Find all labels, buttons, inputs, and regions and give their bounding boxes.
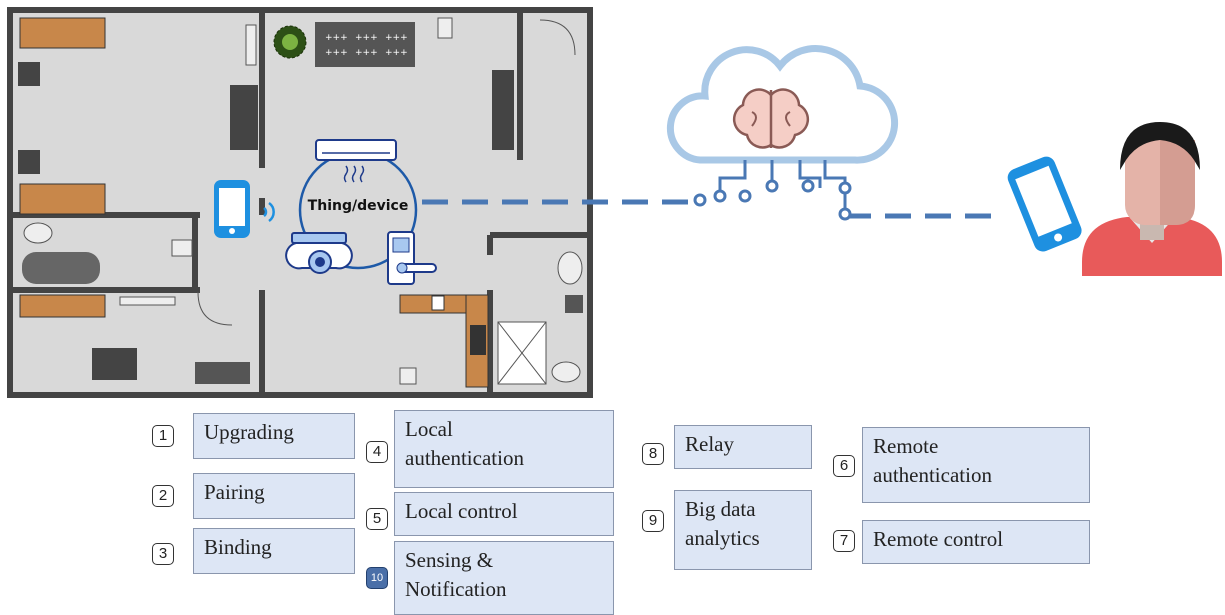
device-ring xyxy=(285,139,437,285)
legend-number-7: 7 xyxy=(833,530,855,552)
legend-box-1: Upgrading xyxy=(193,413,355,459)
svg-text:+++: +++ xyxy=(385,48,408,58)
camera-icon xyxy=(285,232,353,274)
thing-device-label: Thing/device xyxy=(307,198,409,214)
cloud-brain-icon xyxy=(666,45,899,221)
air-conditioner-icon xyxy=(315,139,397,183)
legend-number-4: 4 xyxy=(366,441,388,463)
svg-text:+++: +++ xyxy=(355,33,378,43)
legend-box-10: Sensing & Notification xyxy=(394,541,614,615)
connection-line xyxy=(422,199,1000,219)
user-avatar-icon xyxy=(1082,122,1222,276)
legend-box-2: Pairing xyxy=(193,473,355,519)
smartphone-icon xyxy=(214,180,275,238)
svg-text:+++: +++ xyxy=(325,33,348,43)
legend-number-6: 6 xyxy=(833,455,855,477)
legend-number-3: 3 xyxy=(152,543,174,565)
legend-number-8: 8 xyxy=(642,443,664,465)
smart-lock-icon xyxy=(387,231,437,285)
legend-box-9: Big data analytics xyxy=(674,490,812,570)
legend-number-9: 9 xyxy=(642,510,664,532)
floor-plan: +++ +++ +++ +++ +++ +++ xyxy=(7,7,593,398)
legend-box-8: Relay xyxy=(674,425,812,469)
svg-text:+++: +++ xyxy=(355,48,378,58)
legend-box-3: Binding xyxy=(193,528,355,574)
legend-number-10: 10 xyxy=(366,567,388,589)
legend-box-7: Remote control xyxy=(862,520,1090,564)
svg-text:+++: +++ xyxy=(325,48,348,58)
legend-number-2: 2 xyxy=(152,485,174,507)
remote-smartphone-icon xyxy=(1007,156,1082,252)
legend-number-5: 5 xyxy=(366,508,388,530)
legend-box-5: Local control xyxy=(394,492,614,536)
svg-text:+++: +++ xyxy=(385,33,408,43)
legend-box-4: Local authentication xyxy=(394,410,614,488)
legend-number-1: 1 xyxy=(152,425,174,447)
legend-box-6: Remote authentication xyxy=(862,427,1090,503)
